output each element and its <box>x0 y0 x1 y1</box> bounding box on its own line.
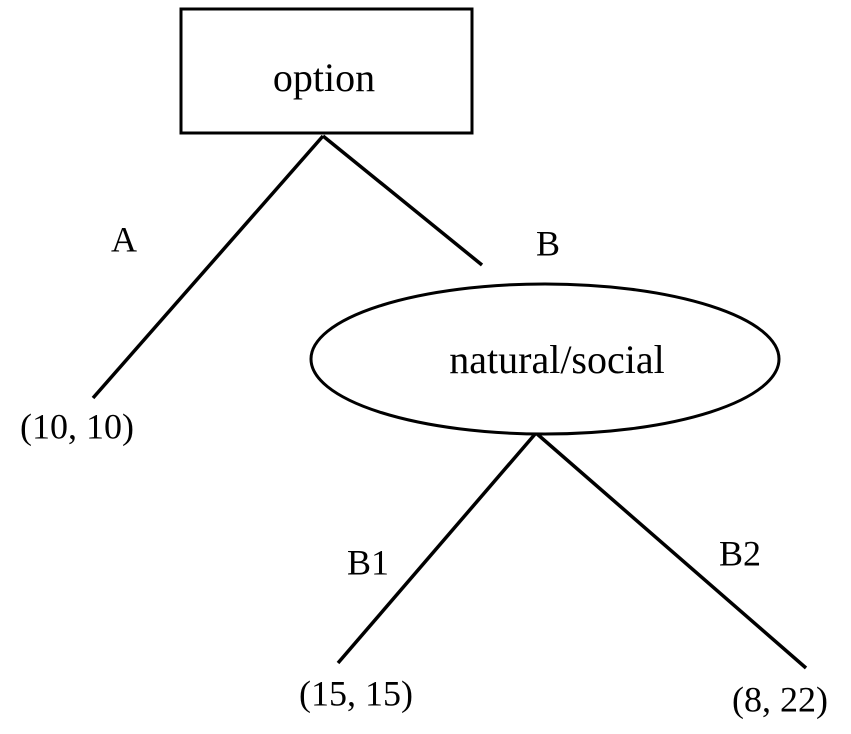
payoff-a: (10, 10) <box>20 406 134 446</box>
payoff-b1: (15, 15) <box>299 673 413 713</box>
edge-label-b1: B1 <box>347 542 389 582</box>
edge-chance-to-b1 <box>336 431 538 665</box>
edge-option-to-b <box>321 134 484 267</box>
edge-label-a: A <box>111 219 137 259</box>
chance-node <box>309 282 781 436</box>
payoff-b2: (8, 22) <box>732 679 828 719</box>
edge-label-b2: B2 <box>719 533 761 573</box>
root-node-label: option <box>273 55 375 100</box>
root-decision-node <box>179 7 474 135</box>
edge-option-to-a <box>91 134 325 400</box>
edge-chance-to-b2 <box>534 431 808 670</box>
chance-node-label: natural/social <box>449 337 664 382</box>
edge-label-b: B <box>536 223 560 263</box>
